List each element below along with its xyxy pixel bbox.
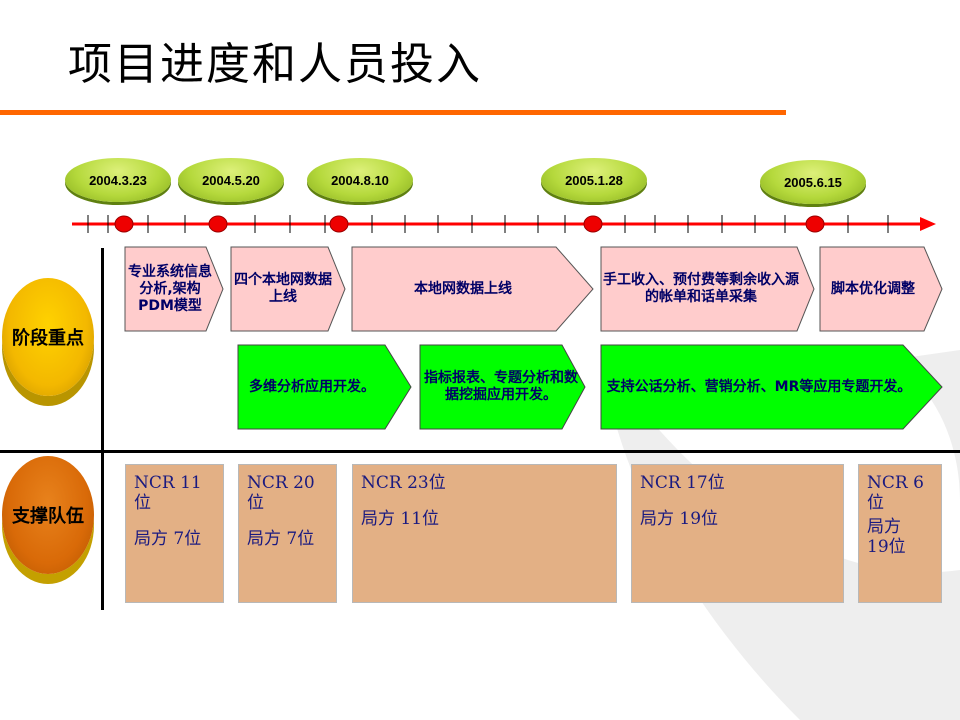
stage-shape-2 [230,246,346,332]
support-box-3: NCR 23位 局方 11位 [352,464,617,603]
support-box-1: NCR 11位 局方 7位 [125,464,224,603]
timeline [72,215,936,233]
title-underline [0,110,786,115]
support-box-4-ncr: NCR 17位 [640,473,725,493]
support-box-2-ncr: NCR 20位 [247,473,315,513]
row-label-support: 支撑队伍 [2,456,94,574]
stage-shape-4 [600,246,815,332]
app-shape-2-label: 指标报表、专题分析和数据挖掘应用开发。 [424,370,578,403]
stage-shape-4-label: 手工收入、预付费等剩余收入源的帐单和话单采集 [603,272,799,305]
support-box-1-local: 局方 7位 [134,529,202,549]
support-box-2: NCR 20位 局方 7位 [238,464,337,603]
stage-shape-1-label: 专业系统信息分析,架构PDM模型 [128,263,212,314]
stage-shape-2-label: 四个本地网数据上线 [234,272,332,305]
milestone-2: 2004.5.20 [178,158,284,202]
support-box-5-ncr: NCR 6 位 [867,473,924,513]
support-box-3-ncr: NCR 23位 [361,473,446,493]
milestone-1: 2004.3.23 [65,158,171,202]
support-box-4-local: 局方 19位 [640,509,719,529]
support-box-4: NCR 17位 局方 19位 [631,464,844,603]
row-label-stage: 阶段重点 [2,278,94,396]
support-box-1-ncr: NCR 11位 [134,473,202,513]
stage-shape-3 [351,246,594,332]
vertical-divider [101,248,104,610]
app-shape-1 [237,344,412,430]
support-box-5: NCR 6 位 局方 19位 [858,464,942,603]
stage-shape-5-label: 脚本优化调整 [831,280,915,297]
page-title: 项目进度和人员投入 [68,39,482,90]
milestone-3: 2004.8.10 [307,158,413,202]
milestone-4: 2005.1.28 [541,158,647,202]
app-shape-2 [419,344,586,430]
stage-shape-3-label: 本地网数据上线 [414,280,512,297]
stage-shape-1 [124,246,224,332]
app-shape-3 [600,344,943,430]
milestone-5: 2005.6.15 [760,160,866,204]
app-shape-1-label: 多维分析应用开发。 [249,378,375,395]
stage-shape-5 [819,246,943,332]
app-shape-3-label: 支持公话分析、营销分析、MR等应用专题开发。 [606,378,912,395]
horizontal-divider [0,450,960,453]
support-box-3-local: 局方 11位 [361,509,440,529]
support-box-2-local: 局方 7位 [247,529,315,549]
support-box-5-local: 局方 19位 [867,517,906,557]
